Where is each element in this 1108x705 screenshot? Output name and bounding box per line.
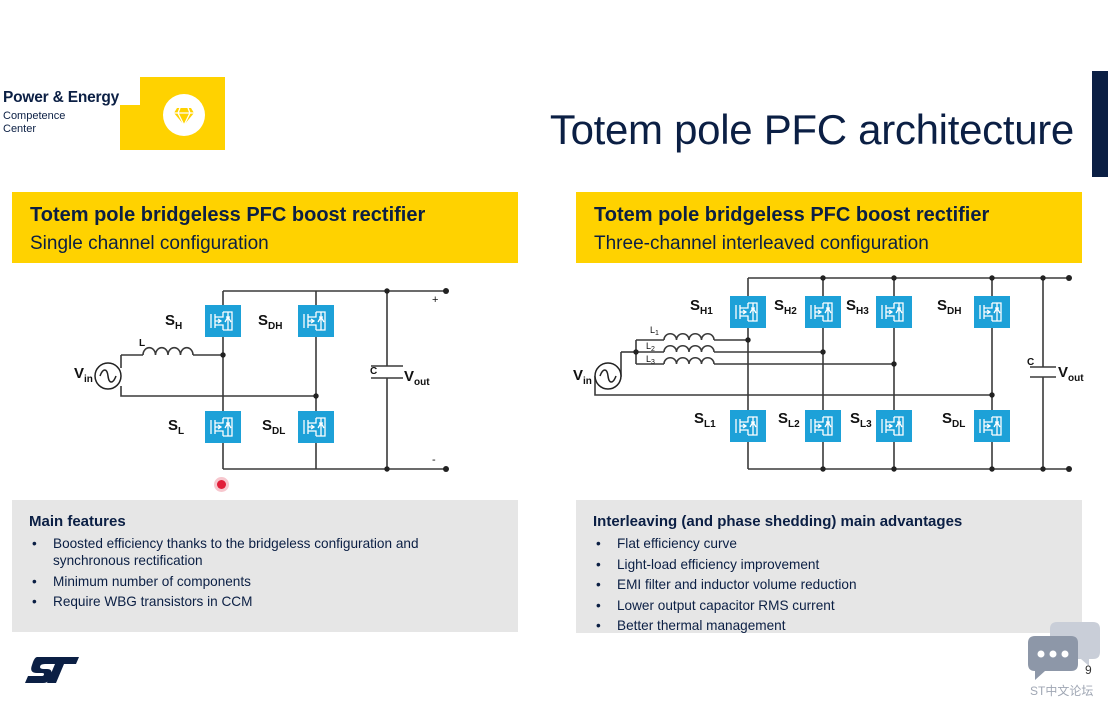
svg-text:SL1: SL1	[694, 410, 716, 430]
mosfet-icon	[804, 295, 842, 329]
svg-text:SDL: SDL	[262, 417, 285, 437]
svg-text:SH2: SH2	[774, 297, 797, 317]
svg-text:C: C	[370, 366, 377, 377]
list-item: Require WBG transistors in CCM	[32, 593, 472, 610]
svg-text:L1: L1	[650, 325, 659, 337]
list-item: Lower output capacitor RMS current	[596, 597, 1082, 614]
mosfet-icon	[729, 409, 767, 443]
svg-text:-: -	[432, 454, 436, 466]
single-channel-circuit	[120, 290, 446, 470]
left-features-box: Main features Boosted efficiency thanks …	[12, 500, 518, 632]
watermark: ST中文论坛	[1030, 684, 1094, 698]
mosfet-icon	[729, 295, 767, 329]
mosfet-icon	[973, 295, 1011, 329]
svg-text:SDL: SDL	[942, 410, 965, 430]
mosfet-icon	[875, 409, 913, 443]
gem-badge-icon	[163, 94, 205, 136]
svg-text:L: L	[139, 338, 145, 349]
list-item: Flat efficiency curve	[596, 535, 1082, 552]
mosfet-icon	[297, 410, 335, 444]
accent-bar	[1092, 71, 1108, 177]
list-item: Light-load efficiency improvement	[596, 556, 1082, 573]
page-title: Totem pole PFC architecture	[549, 106, 1074, 153]
right-panel-header: Totem pole bridgeless PFC boost rectifie…	[576, 192, 1082, 263]
svg-text:SH: SH	[165, 312, 182, 332]
cursor-marker	[217, 480, 226, 489]
ac-source-icon	[594, 362, 622, 390]
right-features-list: Flat efficiency curve Light-load efficie…	[596, 535, 1082, 634]
svg-text:SL3: SL3	[850, 410, 872, 430]
left-panel-header: Totem pole bridgeless PFC boost rectifie…	[12, 192, 518, 263]
left-features-list: Boosted efficiency thanks to the bridgel…	[32, 535, 472, 610]
svg-text:SH1: SH1	[690, 297, 713, 317]
mosfet-icon	[297, 304, 335, 338]
svg-text:+: +	[432, 294, 438, 306]
brand-subtitle-1: Competence	[3, 110, 66, 122]
mosfet-icon	[875, 295, 913, 329]
brand-subtitle-2: Center	[3, 123, 37, 135]
svg-text:SL: SL	[168, 417, 184, 437]
st-logo	[25, 657, 79, 683]
list-item: Better thermal management	[596, 617, 1082, 634]
svg-text:SH3: SH3	[846, 297, 869, 317]
page-number: 9	[1085, 663, 1092, 677]
left-panel-heading: Totem pole bridgeless PFC boost rectifie…	[30, 204, 426, 226]
svg-text:Vin: Vin	[74, 365, 93, 385]
list-item: EMI filter and inductor volume reduction	[596, 576, 1082, 593]
mosfet-icon	[973, 409, 1011, 443]
chat-bubbles-icon[interactable]	[1027, 622, 1101, 682]
svg-text:SL2: SL2	[778, 410, 800, 430]
brand-block: Power & Energy Competence Center	[3, 89, 119, 136]
mosfet-icon	[204, 410, 242, 444]
list-item: Boosted efficiency thanks to the bridgel…	[32, 535, 472, 569]
mosfet-icon	[804, 409, 842, 443]
brand-notch	[120, 77, 140, 105]
svg-text:L2: L2	[646, 341, 655, 353]
svg-text:SDH: SDH	[937, 297, 961, 317]
svg-text:C: C	[1027, 357, 1034, 368]
left-features-title: Main features	[29, 513, 126, 530]
svg-text:SDH: SDH	[258, 312, 282, 332]
ac-source-icon	[94, 362, 122, 390]
svg-text:Vout: Vout	[404, 368, 430, 388]
right-features-box: Interleaving (and phase shedding) main a…	[576, 500, 1082, 634]
svg-text:Vout: Vout	[1058, 364, 1084, 384]
mosfet-icon	[204, 304, 242, 338]
svg-text:Vin: Vin	[573, 367, 592, 387]
right-panel-heading: Totem pole bridgeless PFC boost rectifie…	[594, 204, 990, 226]
left-panel-subheading: Single channel configuration	[30, 233, 269, 254]
svg-text:L3: L3	[646, 354, 655, 366]
right-features-title: Interleaving (and phase shedding) main a…	[593, 513, 963, 530]
list-item: Minimum number of components	[32, 573, 472, 590]
brand-name: Power & Energy	[3, 89, 120, 106]
right-panel-subheading: Three-channel interleaved configuration	[594, 233, 929, 254]
